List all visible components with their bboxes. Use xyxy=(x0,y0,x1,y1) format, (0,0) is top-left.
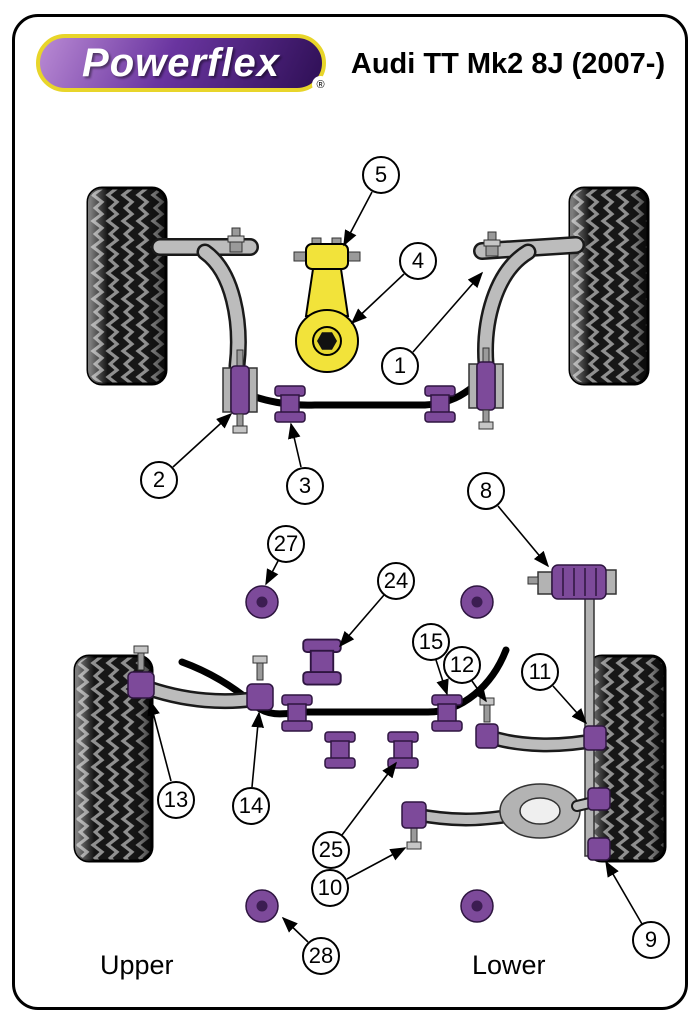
callout-28: 28 xyxy=(302,937,340,975)
tie-bar-bushing-left-icon xyxy=(127,671,155,699)
front-anti-roll-bar xyxy=(234,382,478,409)
rear-subframe-donut-lower-left-icon xyxy=(245,889,279,923)
front-left-control-arm xyxy=(151,227,259,375)
callout-14: 14 xyxy=(232,787,270,825)
upper-arm-outer-bushing-icon xyxy=(583,725,607,751)
rear-left-tie-bar xyxy=(127,645,274,711)
registered-trademark-icon: ® xyxy=(312,76,329,93)
callout-1: 1 xyxy=(381,347,419,385)
toe-arm-inner-bushing-icon xyxy=(401,801,427,829)
rear-arb-link-mount-bushing xyxy=(527,564,617,600)
callout-24: 24 xyxy=(377,562,415,600)
callout-10: 10 xyxy=(311,869,349,907)
callout-8: 8 xyxy=(467,472,505,510)
callout-11: 11 xyxy=(521,653,559,691)
page-border xyxy=(12,14,688,1010)
rear-subframe-donut-upper-left-icon xyxy=(245,585,279,619)
callout-4: 4 xyxy=(399,242,437,280)
upper-diagram-label: Upper xyxy=(100,950,174,980)
callout-15: 15 xyxy=(412,623,450,661)
lower-link-bushing-icon xyxy=(587,837,611,861)
lower-engine-mount-dogbone xyxy=(293,237,361,373)
front-right-arm-bolt-icon xyxy=(483,231,501,257)
upper-arm-inner-bushing-icon xyxy=(475,723,499,749)
callout-arrows xyxy=(147,191,643,943)
front-suspension-diagram xyxy=(86,186,650,434)
lower-diagram-label: Lower xyxy=(472,950,546,980)
rear-bushing-25-right-icon xyxy=(387,731,419,769)
rear-suspension-diagram xyxy=(73,564,667,923)
callout-13: 13 xyxy=(157,781,195,819)
front-arm-rear-bushing-right-icon xyxy=(468,361,504,430)
callout-2: 2 xyxy=(140,461,178,499)
rear-subframe-donut-lower-right-icon xyxy=(460,889,494,923)
rear-bushing-25-left-icon xyxy=(324,731,356,769)
callout-25: 25 xyxy=(312,831,350,869)
front-left-arm-bolt-icon xyxy=(227,227,245,253)
callout-9: 9 xyxy=(632,921,670,959)
hex-bolt-icon xyxy=(317,332,337,350)
front-left-tire-icon xyxy=(86,186,168,386)
rear-upper-bushing-24-icon xyxy=(302,638,342,686)
callout-12: 12 xyxy=(443,646,481,684)
rear-subframe-donut-upper-right-icon xyxy=(460,585,494,619)
rear-left-tire-icon xyxy=(73,654,154,863)
callout-5: 5 xyxy=(362,156,400,194)
dogbone-small-bushing-icon xyxy=(305,243,349,270)
powerflex-logo-text: Powerflex xyxy=(82,40,280,85)
tie-bar-bushing-right-icon xyxy=(246,683,274,711)
callout-27: 27 xyxy=(267,525,305,563)
powerflex-logo: Powerflex ® xyxy=(36,34,329,93)
front-right-control-arm xyxy=(473,231,585,373)
page-title: Audi TT Mk2 8J (2007-) xyxy=(350,48,666,80)
rear-right-tire-icon xyxy=(586,654,667,863)
front-right-tire-icon xyxy=(568,186,650,386)
front-arm-rear-bushing-left-icon xyxy=(222,365,258,434)
rear-toe-arm xyxy=(401,783,611,861)
toe-arm-outer-bushing-icon xyxy=(587,787,611,811)
callout-3: 3 xyxy=(286,467,324,505)
